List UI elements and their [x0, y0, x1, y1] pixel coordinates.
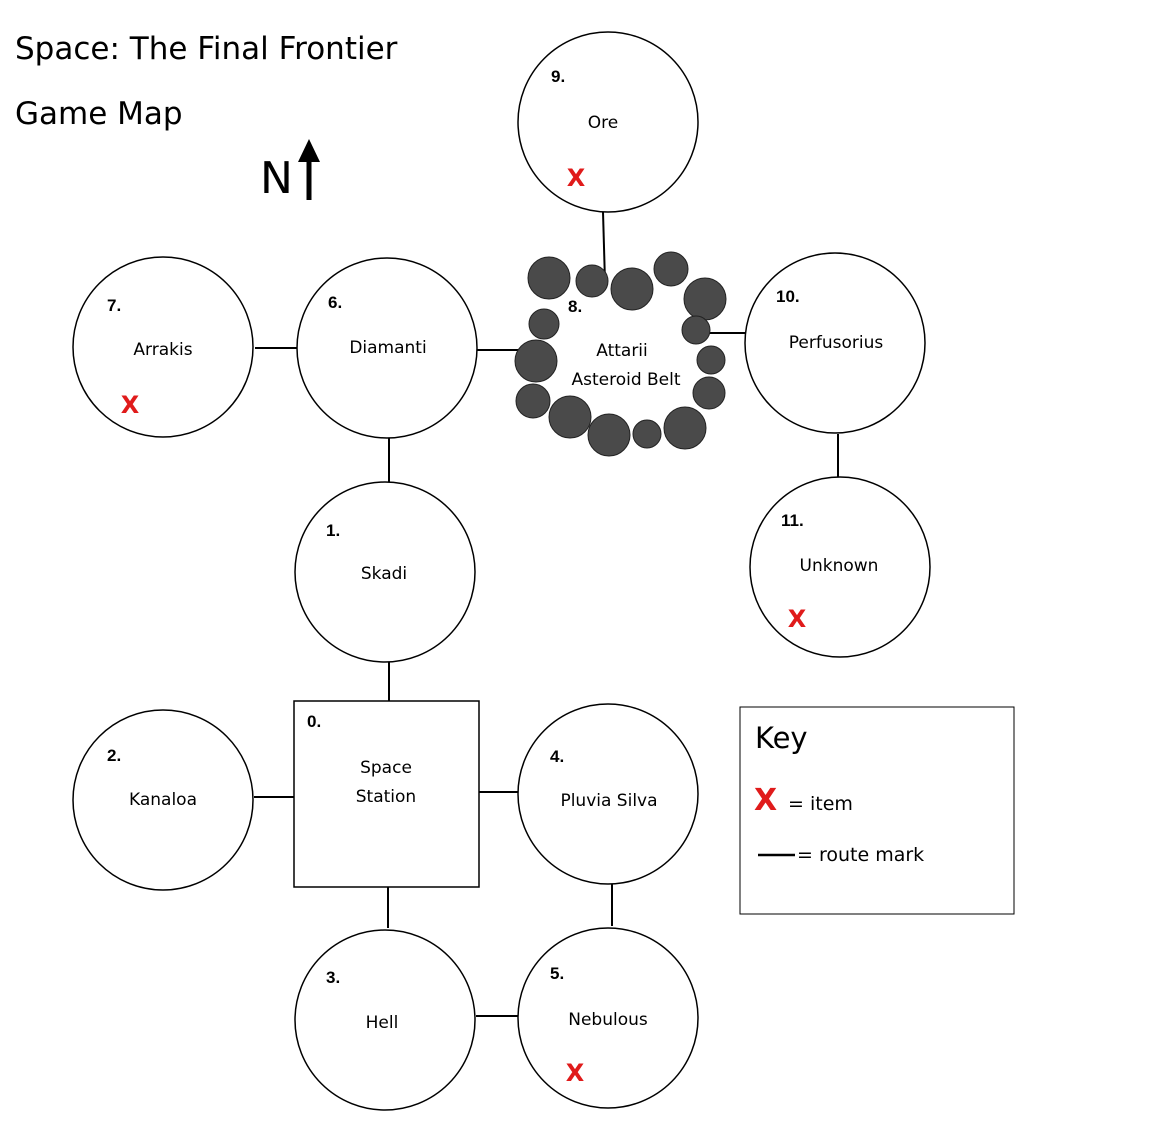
location-skadi[interactable]: 1. Skadi [294, 481, 476, 663]
key-route-label: = route mark [797, 844, 924, 866]
location-diamanti[interactable]: 6. Diamanti [296, 257, 478, 439]
planet-circle [72, 709, 254, 891]
map-key: Key X = item = route mark [739, 706, 1015, 915]
location-arrakis[interactable]: 7. Arrakis X [72, 256, 254, 438]
location-name: Diamanti [349, 338, 426, 358]
location-name-line2: Asteroid Belt [571, 370, 680, 390]
location-ore[interactable]: 9. Ore X [517, 31, 699, 213]
asteroid [528, 308, 560, 340]
planet-circle [749, 476, 931, 658]
planet-circle [294, 929, 476, 1111]
location-number: 7. [107, 296, 121, 315]
location-number: 1. [326, 521, 340, 540]
asteroid [515, 383, 551, 419]
asteroid [514, 339, 558, 383]
map-title: Space: The Final Frontier [15, 31, 398, 67]
planet-circle [517, 703, 699, 885]
item-marker: X [567, 164, 586, 192]
asteroid [696, 345, 726, 375]
location-name: Perfusorius [789, 333, 884, 353]
planet-circle [294, 481, 476, 663]
location-name: Hell [366, 1013, 399, 1033]
location-number: 8. [568, 297, 582, 316]
location-number: 2. [107, 746, 121, 765]
location-number: 3. [326, 968, 340, 987]
location-kanaloa[interactable]: 2. Kanaloa [72, 709, 254, 891]
planet-circle [72, 256, 254, 438]
key-box [739, 706, 1015, 915]
asteroid [587, 413, 631, 457]
planet-circle [296, 257, 478, 439]
asteroid [527, 256, 571, 300]
route-ore-attarii [602, 211, 606, 283]
location-hell[interactable]: 3. Hell [294, 929, 476, 1111]
north-arrow-icon [298, 139, 320, 200]
asteroid [575, 264, 609, 298]
asteroid [653, 251, 689, 287]
location-number: 5. [550, 964, 564, 983]
location-number: 0. [307, 712, 321, 731]
location-number: 11. [781, 511, 804, 530]
location-name: Kanaloa [129, 790, 197, 810]
asteroid [548, 395, 592, 439]
planet-circle [517, 927, 699, 1109]
location-name-line2: Station [356, 787, 416, 807]
routes [254, 211, 839, 1017]
asteroid [683, 277, 727, 321]
location-attarii-asteroid-belt[interactable]: 8. Attarii Asteroid Belt [514, 251, 727, 457]
location-name: Pluvia Silva [560, 791, 657, 811]
location-name: Skadi [361, 564, 407, 584]
location-number: 6. [328, 293, 342, 312]
location-pluvia-silva[interactable]: 4. Pluvia Silva [517, 703, 699, 885]
key-item-marker: X [754, 783, 777, 818]
station-box [293, 700, 480, 888]
key-item-label: = item [788, 793, 853, 815]
asteroid [632, 419, 662, 449]
location-space-station[interactable]: 0. Space Station [293, 700, 480, 888]
location-number: 9. [551, 67, 565, 86]
asteroid [610, 267, 654, 311]
asteroid [692, 376, 726, 410]
item-marker: X [566, 1059, 585, 1087]
location-number: 10. [776, 287, 800, 306]
location-nebulous[interactable]: 5. Nebulous X [517, 927, 699, 1109]
location-name: Arrakis [133, 340, 192, 360]
location-name-line1: Attarii [596, 341, 648, 361]
key-title: Key [755, 721, 808, 755]
north-compass: N [260, 139, 320, 204]
location-perfusorius[interactable]: 10. Perfusorius [744, 252, 926, 434]
north-label: N [260, 153, 293, 204]
asteroid [681, 315, 711, 345]
asteroid-ring [514, 251, 727, 457]
location-name: Nebulous [568, 1010, 648, 1030]
asteroid [663, 406, 707, 450]
planet-circle [517, 31, 699, 213]
item-marker: X [121, 391, 140, 419]
map-subtitle: Game Map [15, 96, 183, 132]
location-name: Ore [588, 113, 618, 133]
item-marker: X [788, 605, 807, 633]
location-unknown[interactable]: 11. Unknown X [749, 476, 931, 658]
location-name: Unknown [800, 556, 879, 576]
location-name-line1: Space [360, 758, 412, 778]
location-number: 4. [550, 747, 564, 766]
planet-circle [744, 252, 926, 434]
